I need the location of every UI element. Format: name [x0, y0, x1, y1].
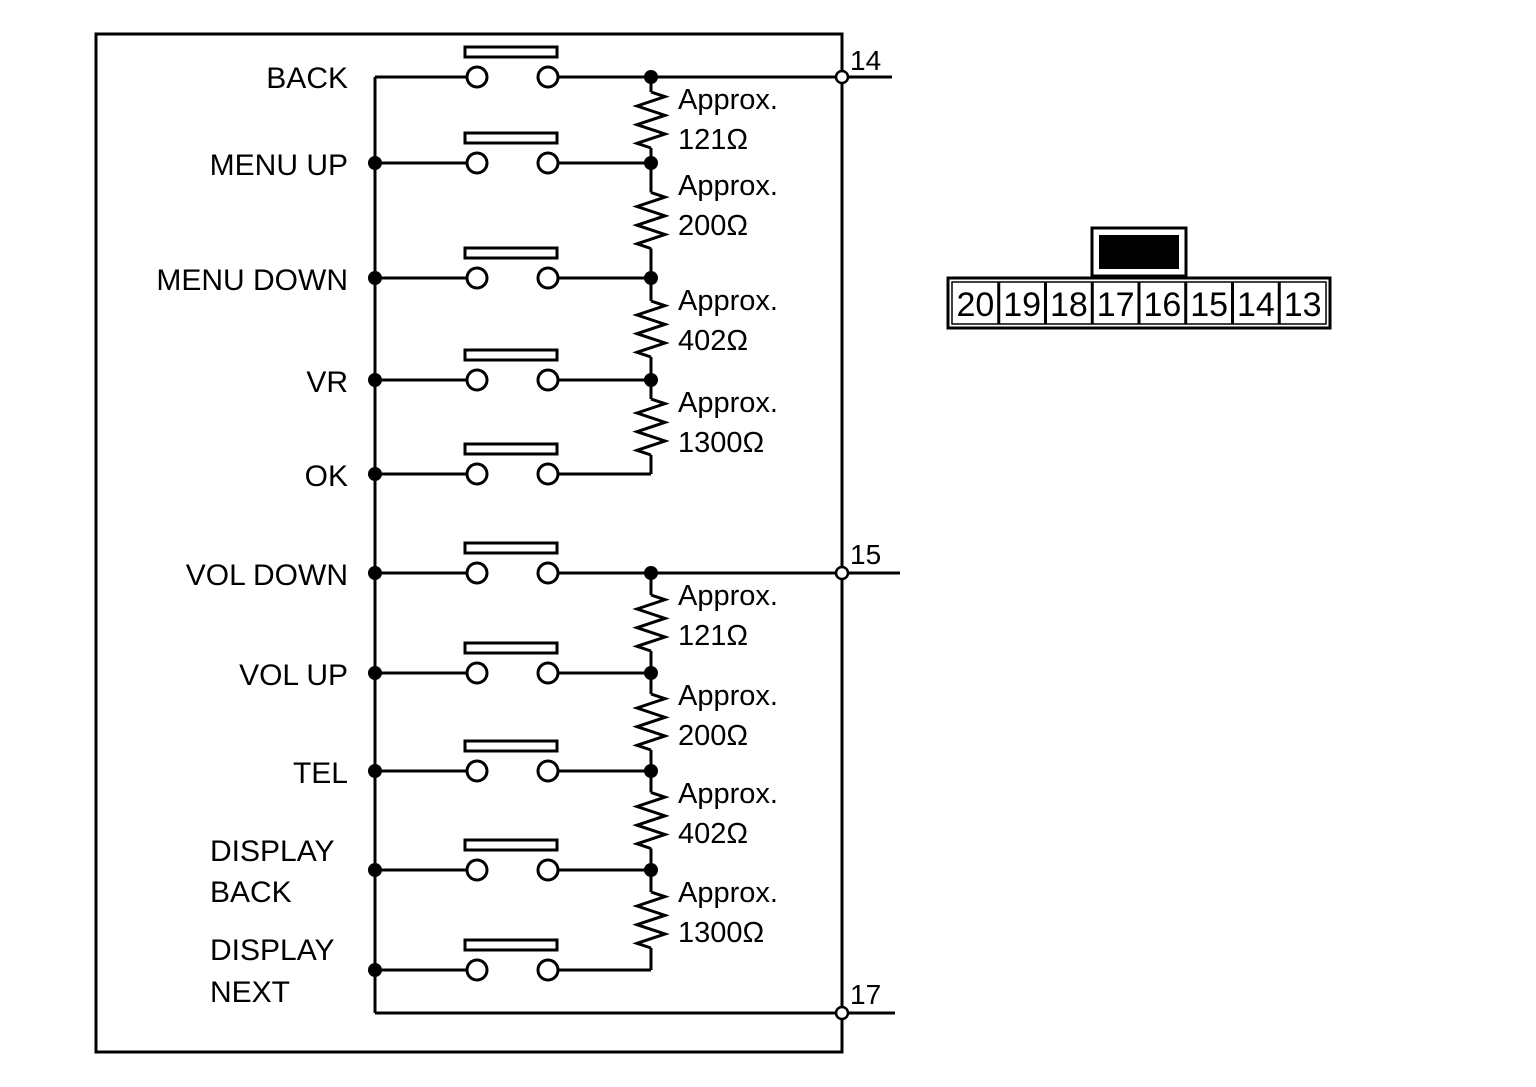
resistor-2: Approx. 200Ω: [632, 163, 778, 278]
switch-vr: VR: [306, 348, 651, 399]
switch-display-back: DISPLAY BACK: [210, 835, 651, 909]
resistor-4-value: 1300Ω: [678, 427, 764, 459]
svg-text:19: 19: [1003, 286, 1041, 324]
switch-label-display-back-2: BACK: [210, 876, 292, 909]
output-wires: [375, 75, 900, 1015]
switch-display-next: DISPLAY NEXT: [210, 934, 651, 1009]
ladder-junction: [644, 764, 658, 778]
resistor-4: Approx. 1300Ω: [632, 380, 778, 474]
switch-menu-down: MENU DOWN: [156, 246, 651, 297]
switch-label-menu-down: MENU DOWN: [156, 264, 348, 297]
switch-label-display-next-2: NEXT: [210, 976, 290, 1009]
svg-text:13: 13: [1284, 286, 1322, 324]
ladder-junction: [644, 566, 658, 580]
terminal-17: 17: [834, 979, 881, 1021]
resistor-3-label: Approx.: [678, 285, 778, 317]
connector-pin-19: 19: [997, 282, 1041, 324]
terminal-14-label: 14: [850, 45, 881, 76]
switch-label-display-back-1: DISPLAY: [210, 835, 335, 868]
terminal-17-label: 17: [850, 979, 881, 1010]
switch-back: BACK: [266, 45, 651, 95]
resistor-7-label: Approx.: [678, 778, 778, 810]
ladder-junction: [644, 666, 658, 680]
resistor-1: Approx. 121Ω: [632, 77, 778, 163]
svg-text:16: 16: [1143, 286, 1181, 324]
ladder-junction: [644, 70, 658, 84]
resistor-3: Approx. 402Ω: [632, 278, 778, 380]
switch-vol-down: VOL DOWN: [186, 541, 651, 592]
connector-pin-15: 15: [1184, 282, 1228, 324]
resistor-6-label: Approx.: [678, 680, 778, 712]
switch-label-menu-up: MENU UP: [210, 149, 348, 182]
svg-text:17: 17: [1097, 286, 1135, 324]
terminal-15-label: 15: [850, 539, 881, 570]
resistor-8-value: 1300Ω: [678, 917, 764, 949]
resistor-7-value: 402Ω: [678, 818, 748, 850]
resistor-5-label: Approx.: [678, 580, 778, 612]
switch-label-vol-up: VOL UP: [239, 659, 348, 692]
connector-pin-20: 20: [956, 286, 994, 324]
terminal-14: 14: [834, 45, 881, 85]
switch-label-display-next-1: DISPLAY: [210, 934, 335, 967]
switch-label-vr: VR: [306, 366, 348, 399]
connector-lock-latch: [1099, 235, 1179, 269]
resistor-2-value: 200Ω: [678, 210, 748, 242]
resistor-4-label: Approx.: [678, 387, 778, 419]
resistor-8-label: Approx.: [678, 877, 778, 909]
connector-pin-18: 18: [1044, 282, 1088, 324]
switch-tel: TEL: [293, 739, 651, 790]
switch-housing-frame: [94, 32, 844, 1054]
connector-pin-17: 17: [1090, 282, 1135, 324]
svg-text:20: 20: [956, 286, 994, 324]
connector-pin-14: 14: [1231, 282, 1275, 324]
resistor-2-label: Approx.: [678, 170, 778, 202]
svg-text:15: 15: [1190, 286, 1228, 324]
resistor-6: Approx. 200Ω: [632, 673, 778, 771]
switch-ok: OK: [305, 442, 651, 493]
ladder-junction: [644, 156, 658, 170]
svg-text:18: 18: [1050, 286, 1088, 324]
resistor-6-value: 200Ω: [678, 720, 748, 752]
switch-vol-up: VOL UP: [239, 641, 651, 692]
resistor-1-value: 121Ω: [678, 124, 748, 156]
switch-layer: BACK MENU UP MENU DOWN VR OK VOL DOWN VOL UP TE…: [156, 45, 651, 1009]
switch-label-tel: TEL: [293, 757, 348, 790]
terminal-15: 15: [834, 539, 881, 581]
resistor-8: Approx. 1300Ω: [632, 870, 778, 970]
resistor-7: Approx. 402Ω: [632, 771, 778, 870]
switch-menu-up: MENU UP: [210, 131, 651, 182]
switch-label-ok: OK: [305, 460, 348, 493]
ladder-junction: [644, 271, 658, 285]
resistor-layer: Approx.121ΩApprox.200ΩApprox.402ΩApprox.…: [632, 70, 778, 970]
resistor-1-label: Approx.: [678, 84, 778, 116]
resistor-5: Approx. 121Ω: [632, 573, 778, 673]
resistor-3-value: 402Ω: [678, 325, 748, 357]
resistor-5-value: 121Ω: [678, 620, 748, 652]
connector-pin-13: 13: [1277, 282, 1322, 324]
connector-pin-16: 16: [1137, 282, 1181, 324]
ladder-junction: [644, 863, 658, 877]
svg-text:14: 14: [1237, 286, 1275, 324]
switch-label-vol-down: VOL DOWN: [186, 559, 348, 592]
ladder-junction: [644, 373, 658, 387]
switch-label-back: BACK: [266, 62, 348, 95]
